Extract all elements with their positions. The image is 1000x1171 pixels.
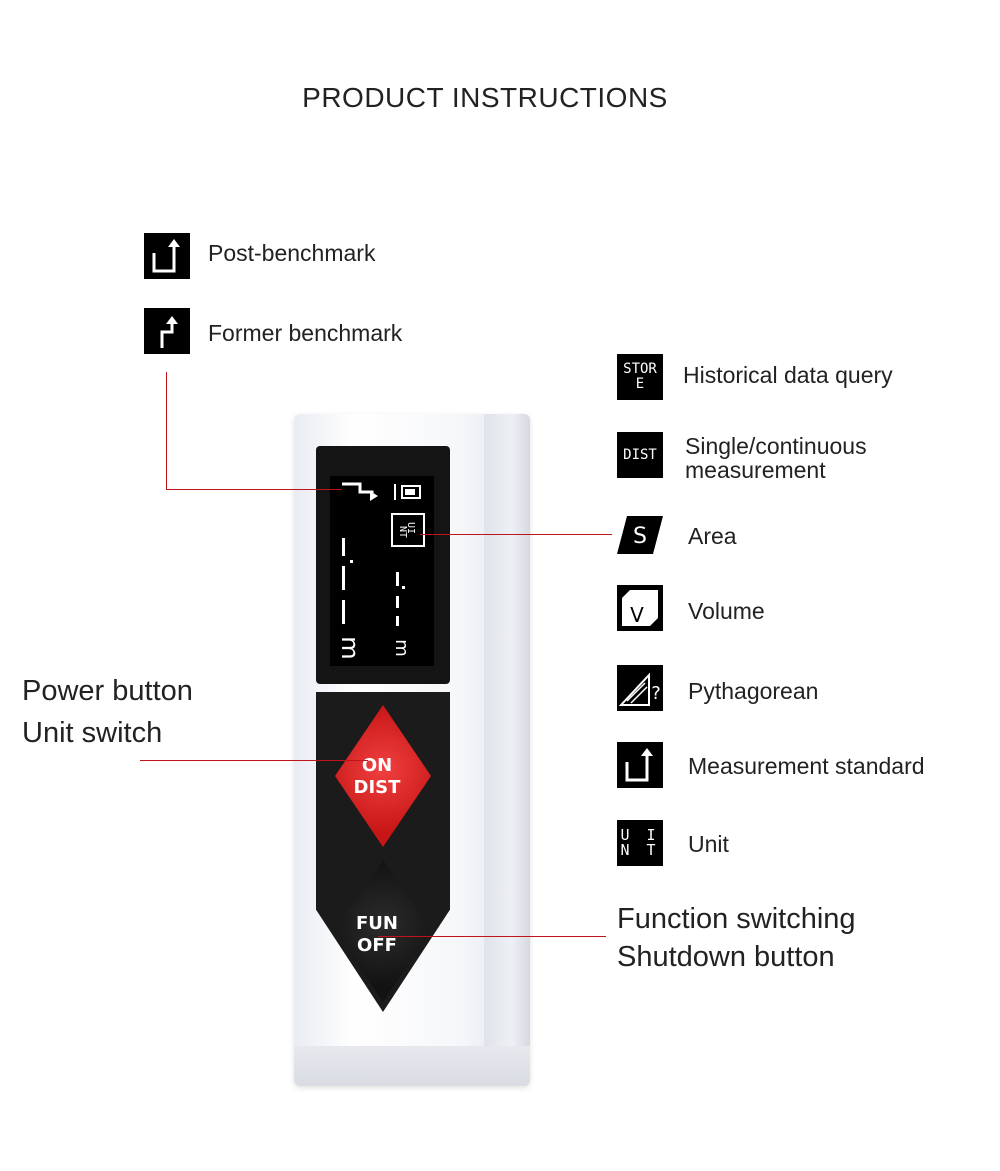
- power-button-label: Power button: [22, 675, 193, 707]
- function-switching-label: Function switching: [617, 903, 856, 935]
- lcd-screen: UI NT m m: [330, 476, 434, 666]
- legend-label-former-benchmark: Former benchmark: [208, 320, 403, 346]
- legend-label-volume: Volume: [688, 598, 765, 624]
- svg-text:NT: NT: [397, 526, 408, 538]
- svg-text:UI: UI: [405, 522, 416, 534]
- callout-line-power: [140, 760, 368, 761]
- legend-label-post-benchmark: Post-benchmark: [208, 240, 376, 266]
- dist-icon: DIST: [617, 432, 663, 478]
- screen-unit-right: m: [391, 639, 412, 657]
- area-icon: S: [617, 512, 663, 558]
- fun-label: FUN: [356, 913, 398, 934]
- unit-icon: U I N T: [617, 820, 663, 866]
- legend-label-measurement-standard: Measurement standard: [688, 753, 925, 779]
- legend-label-unit: Unit: [688, 831, 729, 857]
- legend-label-historical: Historical data query: [683, 362, 893, 388]
- screen-unit-left: m: [336, 636, 364, 659]
- callout-line-former-horizontal: [166, 489, 342, 490]
- shutdown-button-label: Shutdown button: [617, 941, 835, 973]
- legend-label-pythagorean: Pythagorean: [688, 678, 819, 704]
- unit-icon-line2: N T: [620, 841, 660, 859]
- svg-text:S: S: [633, 524, 647, 549]
- volume-icon: V: [617, 585, 663, 631]
- page-title: PRODUCT INSTRUCTIONS: [302, 82, 668, 113]
- callout-line-function: [378, 936, 606, 937]
- measurement-standard-icon: [617, 742, 663, 788]
- legend-label-area: Area: [688, 523, 737, 549]
- legend-label-single-continuous: Single/continuous measurement: [685, 433, 867, 483]
- on-dist-button-label: ON DIST: [335, 755, 419, 799]
- svg-text:V: V: [630, 603, 644, 627]
- post-benchmark-icon: [144, 233, 190, 279]
- power-callout: Power button Unit switch: [22, 670, 193, 754]
- callout-line-former-vertical: [166, 372, 167, 490]
- unit-switch-label: Unit switch: [22, 717, 163, 749]
- device-side: [484, 414, 530, 1086]
- dist-label: DIST: [353, 777, 401, 798]
- dist-icon-text: DIST: [623, 446, 657, 463]
- pythagorean-icon: ?: [617, 665, 663, 711]
- on-label: ON: [361, 755, 393, 776]
- svg-text:?: ?: [651, 683, 661, 704]
- unit-icon-line1: U I: [620, 826, 660, 844]
- function-callout: Function switching Shutdown button: [617, 900, 856, 976]
- callout-line-area: [420, 534, 612, 535]
- device-base: [294, 1046, 530, 1086]
- former-benchmark-icon: [144, 308, 190, 354]
- fun-off-button-label: FUN OFF: [335, 913, 419, 957]
- off-label: OFF: [357, 935, 397, 956]
